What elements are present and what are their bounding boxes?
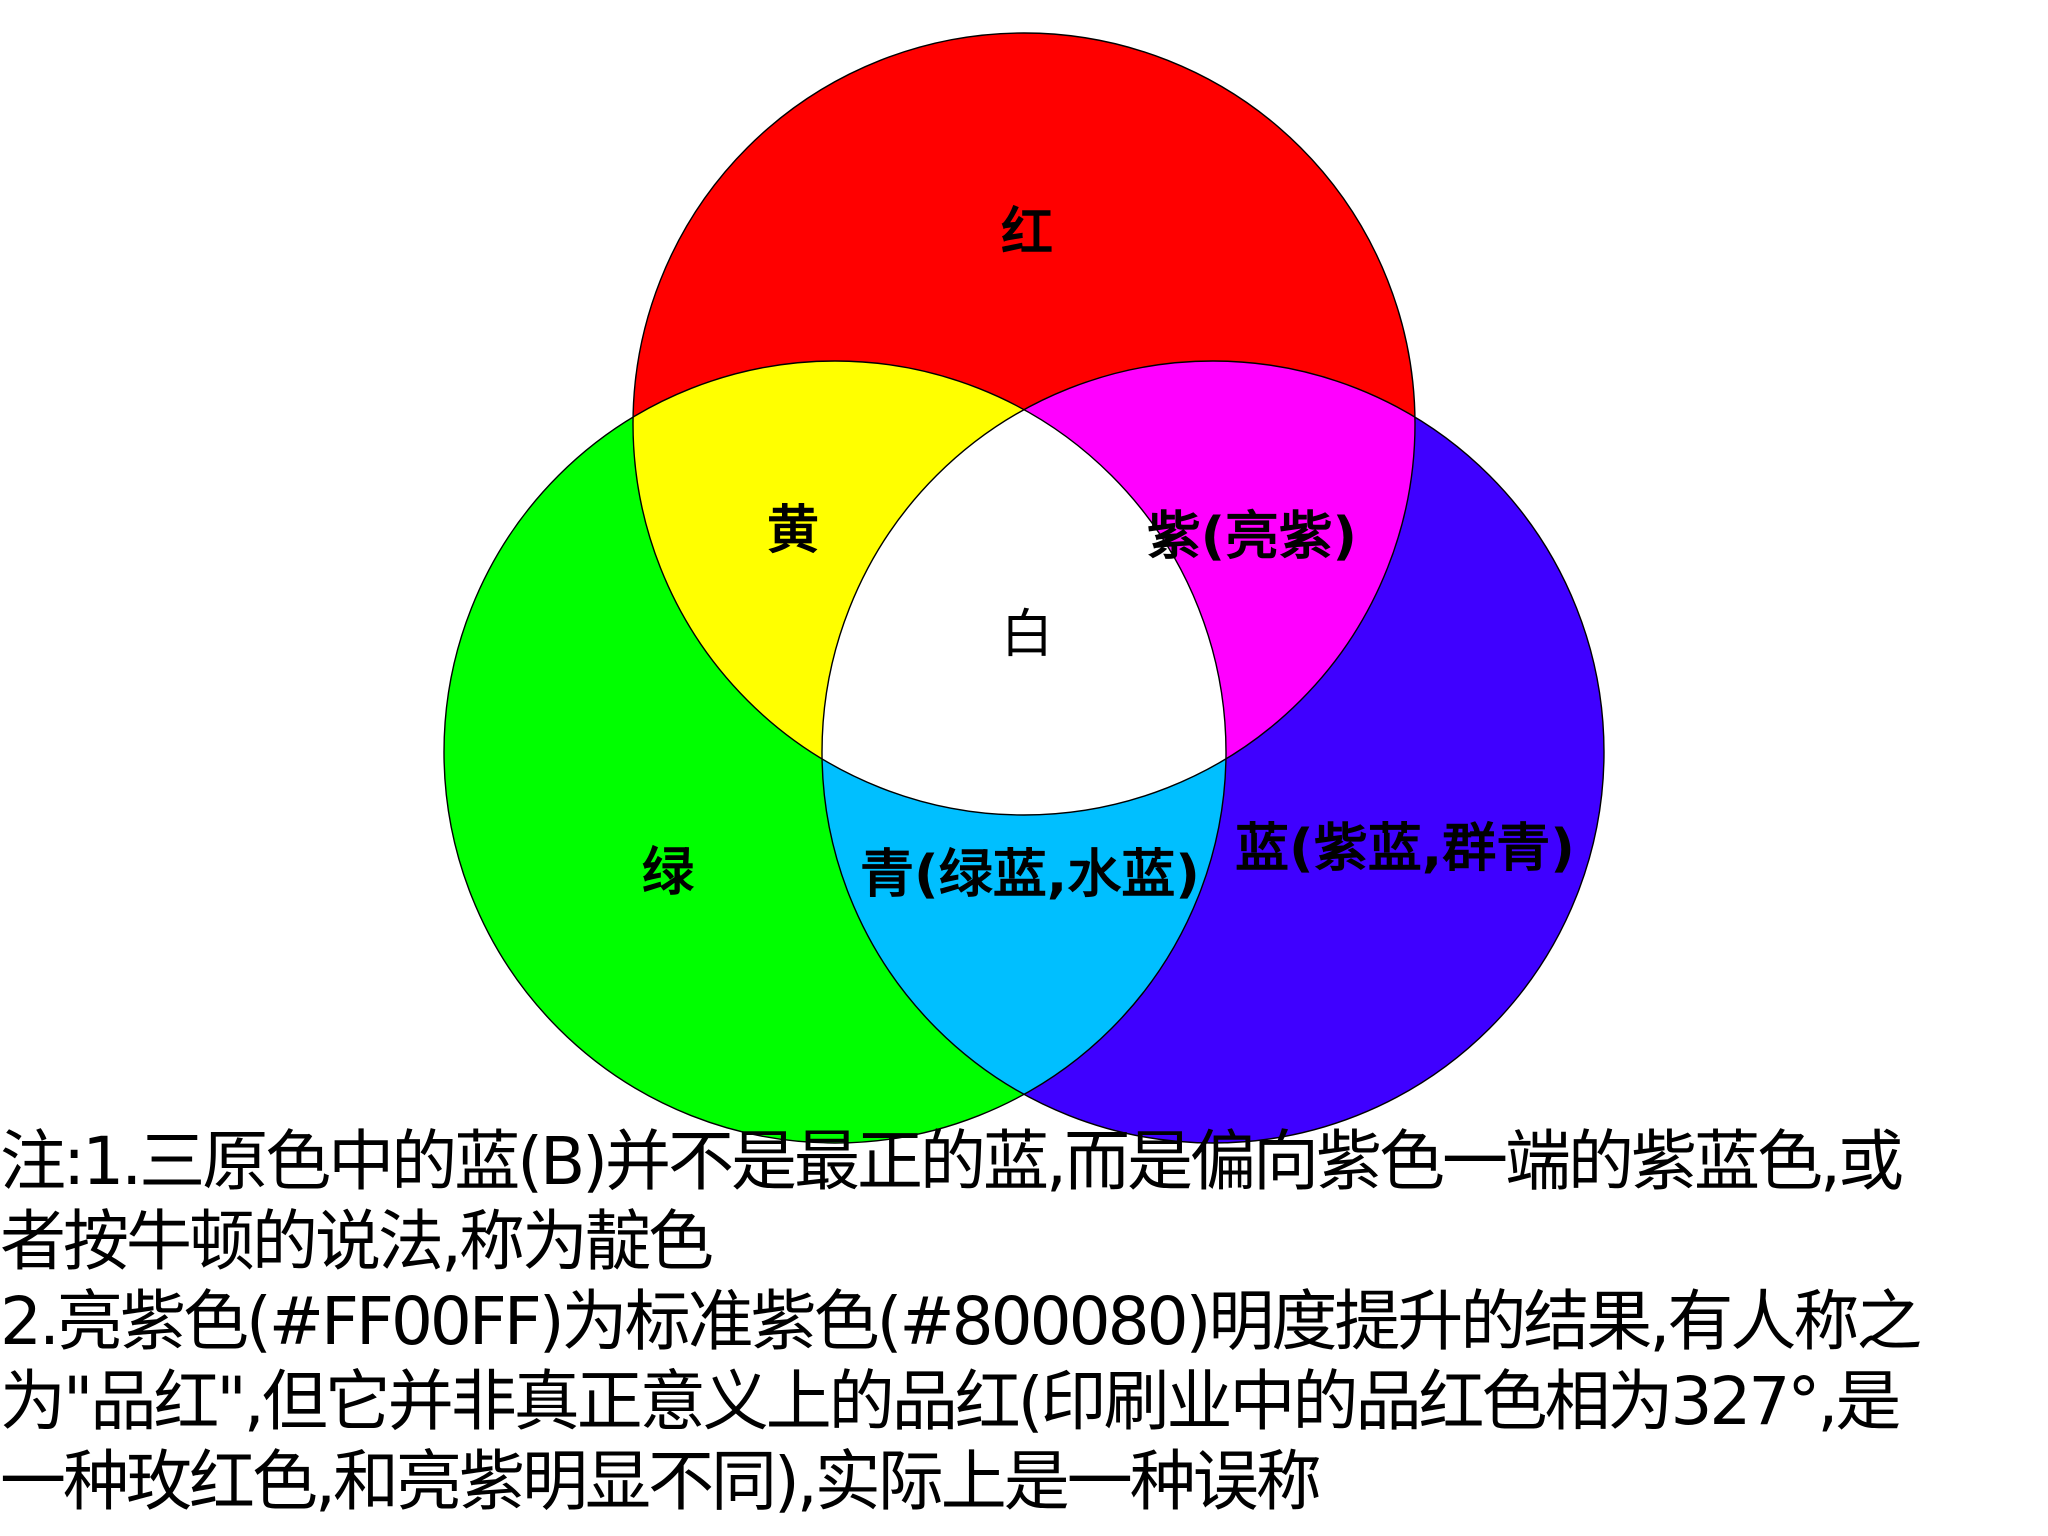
label-red: 红 [1001,203,1053,263]
label-cyan: 青(绿蓝,水蓝) [860,845,1200,905]
footnotes: 注:1.三原色中的蓝(B)并不是最正的蓝,而是偏向紫色一端的紫蓝色,或 者按牛顿… [0,1122,2048,1522]
label-white: 白 [1001,605,1053,665]
note-line-1: 注:1.三原色中的蓝(B)并不是最正的蓝,而是偏向紫色一端的紫蓝色,或 [0,1123,1904,1200]
rgb-venn-diagram: 红 黄 紫(亮紫) 白 绿 青(绿蓝,水蓝) 蓝(紫蓝,群青) [443,32,1605,1144]
note-line-2: 者按牛顿的说法,称为靛色 [0,1203,714,1280]
white-region [822,361,1226,815]
label-magenta: 紫(亮紫) [1147,507,1357,567]
label-yellow: 黄 [767,501,819,561]
green-circle-outline [443,360,1227,1144]
note-line-3: 2.亮紫色(#FF00FF)为标准紫色(#800080)明度提升的结果,有人称之 [0,1283,1922,1360]
label-blue: 蓝(紫蓝,群青) [1235,819,1575,879]
note-line-4: 为"品红",但它并非真正意义上的品红(印刷业中的品红色相为327°,是 [0,1363,1901,1440]
note-line-5: 一种玫红色,和亮紫明显不同),实际上是一种误称 [0,1443,1322,1520]
blue-circle-outline [821,360,1605,1144]
red-circle-outline [632,32,1416,816]
label-green: 绿 [642,843,695,903]
